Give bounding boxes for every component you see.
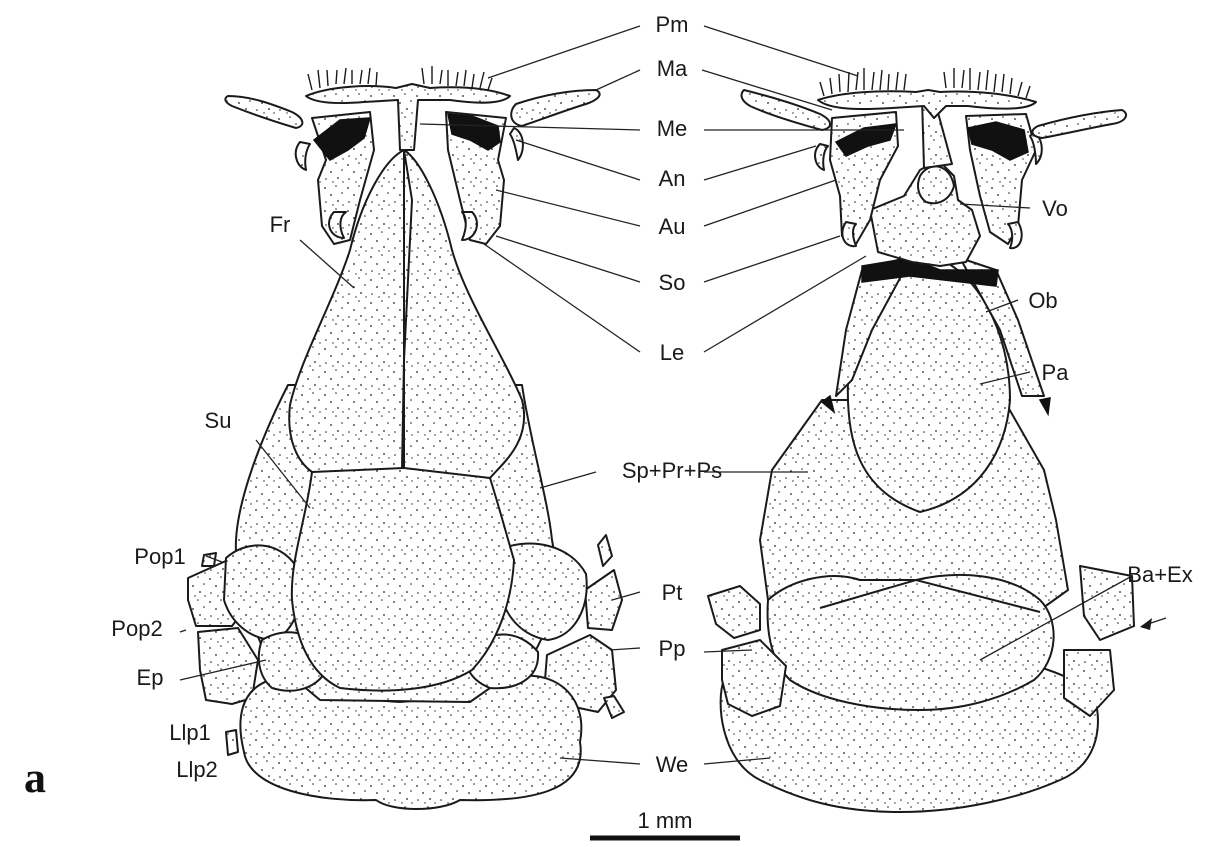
label-pm: Pm: [656, 12, 689, 37]
right-ma-right: [1032, 110, 1126, 138]
label-so: So: [659, 270, 686, 295]
label-vo: Vo: [1042, 196, 1068, 221]
label-llp1: Llp1: [169, 720, 211, 745]
label-pop1: Pop1: [134, 544, 185, 569]
right-vo-head: [918, 166, 954, 203]
label-ma: Ma: [657, 56, 688, 81]
right-dark-tick-right: [1040, 398, 1050, 414]
label-pa: Pa: [1042, 360, 1070, 385]
right-pt-bone: [708, 586, 760, 638]
scale-bar: 1 mm: [590, 808, 740, 838]
label-su: Su: [205, 408, 232, 433]
label-ba-ex: Ba+Ex: [1127, 562, 1192, 587]
left-lateral-bone-lower: [198, 628, 258, 704]
label-ob: Ob: [1028, 288, 1057, 313]
label-me: Me: [657, 116, 688, 141]
label-le: Le: [660, 340, 684, 365]
right-skull-ventral-view: [708, 68, 1134, 812]
label-llp2: Llp2: [176, 757, 218, 782]
label-pop2: Pop2: [111, 616, 162, 641]
right-an-bone: [510, 128, 523, 160]
left-llp-bone: [226, 730, 238, 755]
arrow-marker: [1140, 618, 1166, 630]
label-an: An: [659, 166, 686, 191]
label-we: We: [656, 752, 689, 777]
right-side-lateral-bone: [585, 570, 622, 630]
right-ma-bone: [511, 90, 599, 126]
label-pp: Pp: [659, 636, 686, 661]
label-au: Au: [659, 214, 686, 239]
left-an-bone: [296, 142, 310, 170]
right-an-left: [815, 144, 828, 170]
right-side-posterior-bone: [1080, 566, 1134, 640]
left-skull-dorsal-view: [188, 66, 624, 809]
left-pt-block: [224, 545, 300, 640]
label-ep: Ep: [137, 665, 164, 690]
label-pt: Pt: [662, 580, 683, 605]
left-su-bone: [292, 464, 514, 691]
left-ma-bone: [225, 96, 302, 128]
label-sp-pr-ps: Sp+Pr+Ps: [622, 458, 722, 483]
right-side-pop-bone: [598, 535, 612, 566]
panel-label: a: [24, 753, 46, 802]
label-fr: Fr: [270, 212, 291, 237]
right-side-llp-bone: [604, 696, 624, 718]
scale-bar-label: 1 mm: [638, 808, 693, 833]
